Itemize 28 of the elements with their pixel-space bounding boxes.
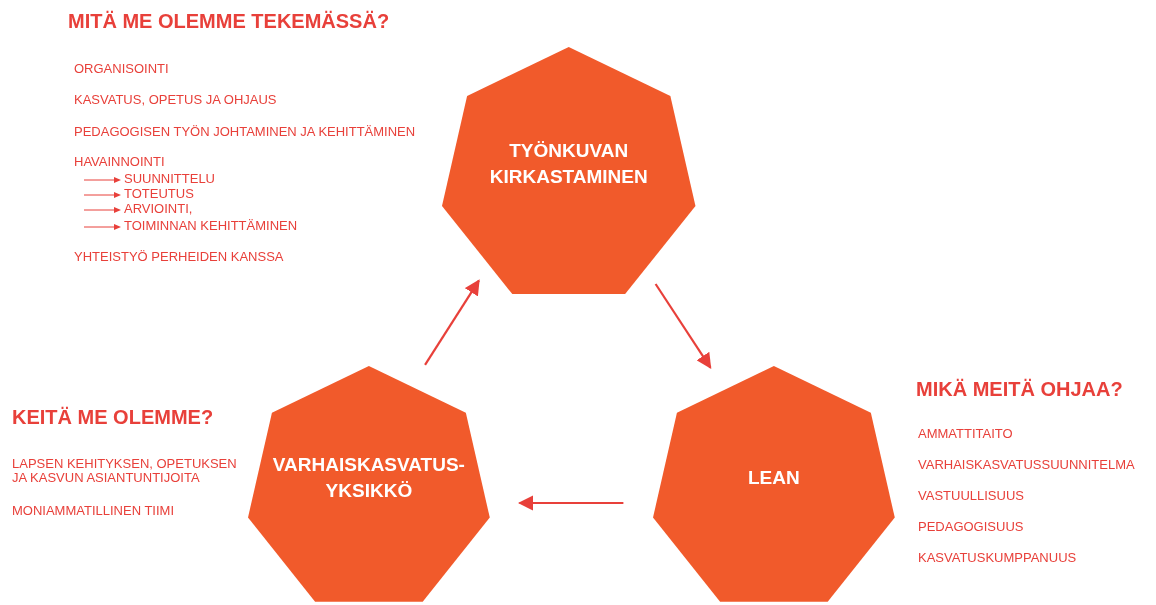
sub-item: ARVIOINTI, [124,202,193,217]
list-item: AMMATTITAITO [918,427,1013,442]
sub-item: SUUNNITTELU [124,172,215,187]
sub-item: TOTEUTUS [124,187,194,202]
section-heading: KEITÄ ME OLEMME? [12,406,214,429]
arrow [424,279,480,366]
list-item: PEDAGOGISUUS [918,520,1024,535]
node-label: VARHAISKASVATUS- YKSIKKÖ [271,453,466,503]
list-item: YHTEISTYÖ PERHEIDEN KANSSA [74,250,284,265]
heptagon-node [248,366,490,602]
list-item: LAPSEN KEHITYKSEN, OPETUKSEN JA KASVUN ASIANTUNTIJOITA [12,457,238,486]
section-heading: MIKÄ MEITÄ OHJAA? [916,378,1123,401]
heptagon-node [442,47,696,295]
node-label: LEAN [747,465,801,490]
list-item: MONIAMMATILLINEN TIIMI [12,504,175,519]
list-item: PEDAGOGISEN TYÖN JOHTAMINEN JA KEHITTÄMINEN [74,125,416,140]
list-item: ORGANISOINTI [74,62,169,77]
heptagon-node [653,366,895,602]
sub-item: TOIMINNAN KEHITTÄMINEN [124,219,298,234]
arrow [654,283,712,369]
section-heading: MITÄ ME OLEMME TEKEMÄSSÄ? [68,10,390,33]
list-item: KASVATUS, OPETUS JA OHJAUS [74,93,277,108]
list-item: HAVAINNOINTI [74,155,165,170]
list-item: VASTUULLISUUS [918,489,1024,504]
node-label: TYÖNKUVAN KIRKASTAMINEN [488,139,649,190]
arrow [517,495,624,511]
list-item: KASVATUSKUMPPANUUS [918,551,1077,566]
list-item: VARHAISKASVATUSSUUNNITELMA [918,458,1135,473]
